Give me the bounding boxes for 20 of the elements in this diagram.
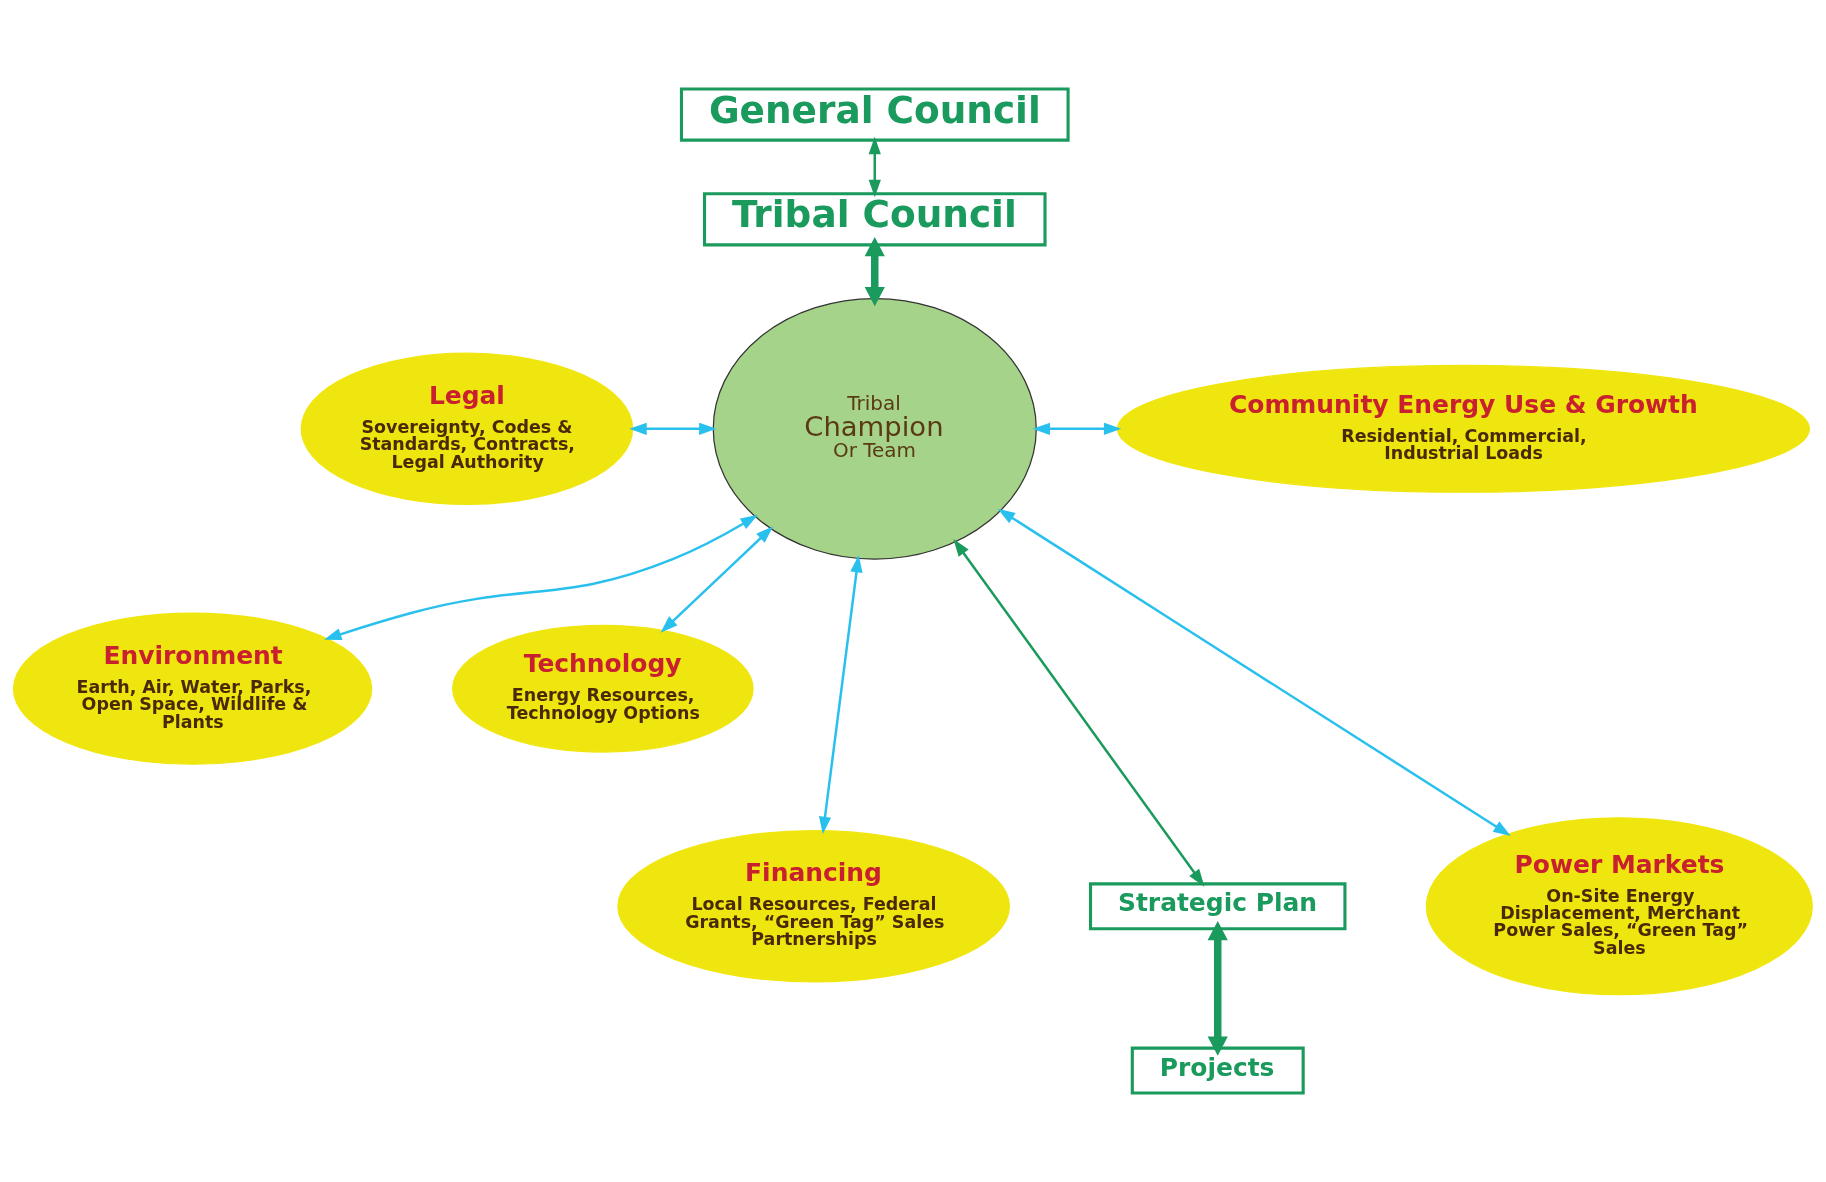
node-box: Strategic Plan	[1088, 882, 1347, 931]
arrow	[868, 136, 881, 198]
node-ellipse: Legal Sovereignty, Codes & Standards, Contracts, Legal Authority	[300, 352, 634, 506]
arrow	[953, 539, 1205, 887]
node-ellipse: Environment Earth, Air, Water, Parks, Open Space, Wildlife & Plants	[12, 612, 373, 765]
arrow	[660, 526, 774, 633]
node-box: Tribal Council	[702, 192, 1047, 247]
node-ellipse: Financing Local Resources, Federal Grants, “Green Tag” Sales Partnerships	[617, 830, 1011, 983]
node-ellipse: Community Energy Use & Growth Residential, Commercial, Industrial Loads	[1116, 364, 1810, 493]
node-box: General Council	[679, 87, 1070, 142]
arrow	[629, 422, 717, 435]
node-box: Projects	[1130, 1046, 1305, 1095]
node-ellipse: Power Markets On-Site Energy Displacement, Merchant Power Sales, “Green Tag” Sales	[1425, 817, 1813, 996]
arrow	[324, 514, 758, 641]
node-ellipse: Technology Energy Resources, Technology Options	[452, 624, 754, 753]
arrow	[1207, 920, 1228, 1056]
arrow	[1032, 422, 1122, 435]
arrow	[864, 237, 885, 307]
arrow	[997, 508, 1511, 836]
arrow	[818, 554, 863, 835]
